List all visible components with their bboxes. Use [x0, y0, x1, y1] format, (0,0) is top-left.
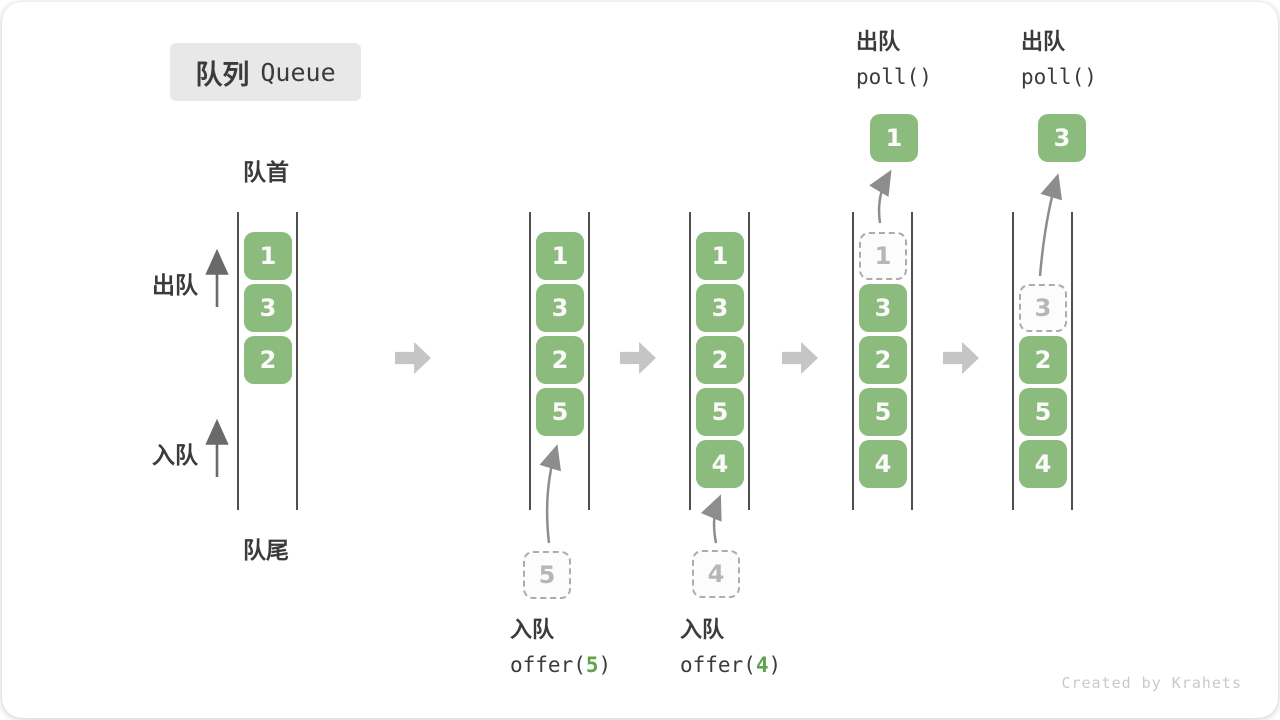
- title-en: Queue: [260, 57, 336, 87]
- queue-head-label: 队首: [243, 160, 289, 186]
- title-zh: 队列: [195, 59, 250, 91]
- enqueue-side-label: 入队: [152, 443, 198, 469]
- watermark: Created by Krahets: [1061, 674, 1242, 692]
- dequeue-side-label: 出队: [152, 273, 198, 299]
- queue-tail-label: 队尾: [243, 538, 289, 564]
- title-box: 队列 Queue: [170, 43, 361, 101]
